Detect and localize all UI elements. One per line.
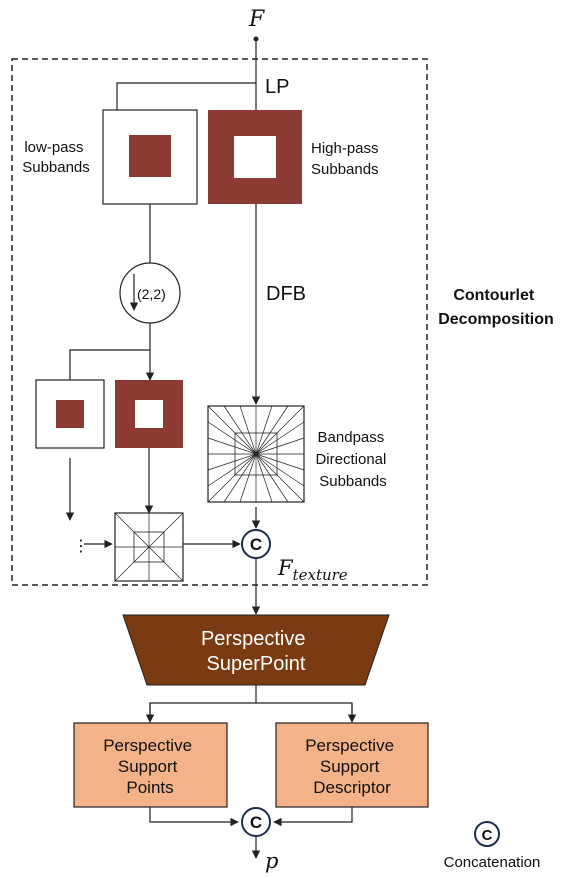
highpass-subband-core	[234, 136, 276, 178]
perspective-superpoint-block	[122, 614, 390, 686]
support-points-block	[73, 722, 228, 808]
final-concat-symbol: C	[250, 813, 262, 832]
second-lowpass-branch	[69, 349, 150, 380]
bandpass-directional-grid	[207, 405, 305, 503]
dfb-label: DFB	[266, 283, 306, 305]
support-descriptor-label: Perspective Support Descriptor	[305, 736, 399, 797]
support-points-label: Perspective Support Points	[103, 736, 197, 797]
ellipsis: ⋮	[73, 538, 89, 555]
lp-label: LP	[265, 76, 289, 98]
level2-lowpass-core	[56, 400, 84, 428]
downsample-label: (2,2)	[137, 286, 166, 302]
legend-concat-icon	[474, 821, 500, 847]
lowpass-branch-line	[116, 82, 256, 110]
level2-directional-grid	[114, 512, 184, 582]
legend-label: Concatenation	[444, 854, 541, 871]
superpoint-label: Perspective SuperPoint	[201, 628, 311, 675]
split-branch-line	[149, 702, 353, 720]
highpass-label: High-pass Subbands	[311, 140, 383, 178]
texture-feature-label: Ftexture	[277, 556, 348, 584]
support-descriptor-block	[275, 722, 429, 808]
support-descriptor-to-concat	[273, 807, 353, 827]
lowpass-label: low-pass Subbands	[22, 139, 90, 176]
bandpass-label: Bandpass Directional Subbands	[315, 429, 390, 490]
texture-concat-symbol: C	[250, 535, 262, 554]
level2-highpass-core	[135, 400, 163, 428]
lowpass-subband-core	[129, 135, 171, 177]
contourlet-label: Contourlet Decomposition	[438, 287, 554, 328]
legend-concat-symbol: C	[482, 827, 493, 844]
output-symbol: p	[265, 849, 278, 873]
support-points-to-concat	[149, 807, 239, 827]
input-symbol: F	[248, 7, 265, 32]
